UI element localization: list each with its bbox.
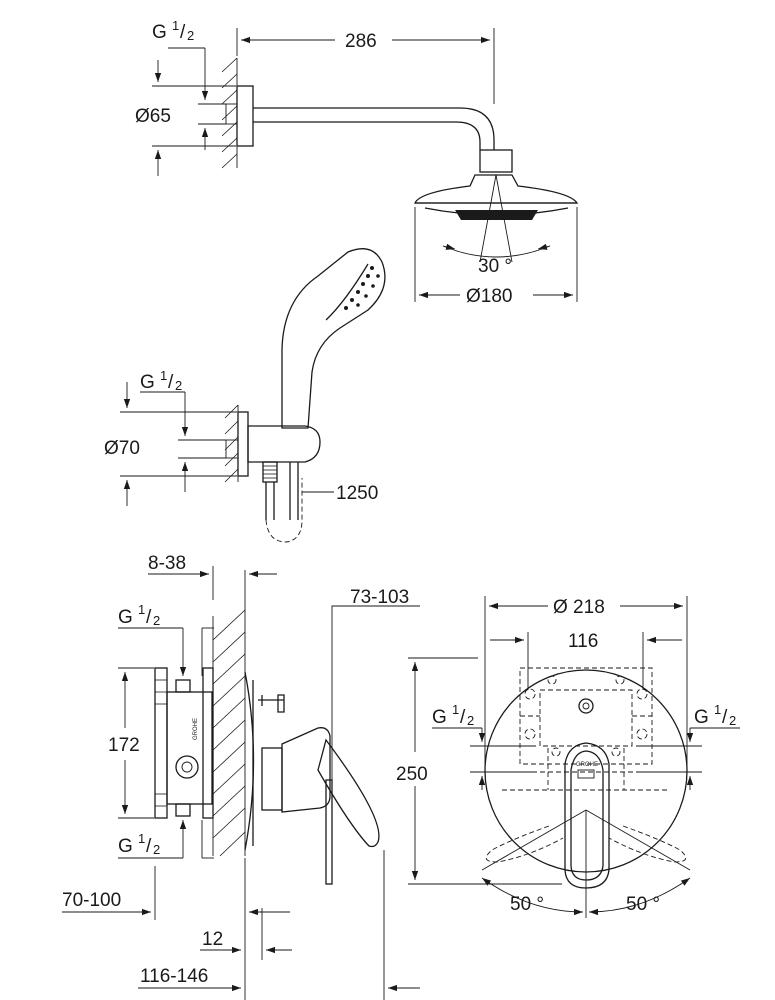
hand-thread-label: G 1 / 2 [140,368,182,393]
wall-range-label: 8-38 [148,553,186,574]
front-right-thread-label: G 1 / 2 [694,702,736,728]
mounting-plate [154,667,168,819]
lever-base [281,727,331,813]
arm-flange [236,85,254,147]
arm-thread-stub [225,103,238,125]
hand-shower-holder [247,425,321,463]
mixer-front-view: GROHE 50 ° 50 ° Ø 218 116 250 [396,596,740,918]
stop-plug [258,694,285,713]
svg-text:1: 1 [138,602,145,617]
lever-handle [317,738,380,848]
hand-flange-diameter: Ø70 [104,438,140,459]
shower-arm-assembly: 30 ° 286 Ø65 G 1 / 2 Ø180 [135,18,579,307]
svg-text:G: G [140,372,155,393]
mixer-bottom-thread-label: G 1 / 2 [118,831,160,857]
svg-text:2: 2 [153,842,160,857]
diverter-port [175,755,199,779]
svg-text:GROHE: GROHE [193,718,199,740]
svg-text:/: / [460,707,466,728]
mixer-body [166,691,213,805]
shower-arm [253,107,495,150]
svg-text:/: / [146,607,152,628]
svg-text:1: 1 [160,368,167,383]
svg-text:G: G [152,22,167,43]
hose-length-label: 1250 [336,483,378,504]
rosette-diameter-label: Ø 218 [553,597,605,618]
hand-spray-nozzles [344,266,380,310]
hidden-frame [500,667,672,791]
svg-text:G: G [118,607,133,628]
arm-thread-label: G 1 / 2 [152,18,194,43]
connection-spacing-label: 116 [568,631,598,652]
bottom-connection [175,803,191,817]
svg-text:2: 2 [175,378,182,393]
head-tilt-angle: 30 ° [478,256,512,277]
svg-text:1: 1 [172,18,179,33]
svg-text:2: 2 [729,713,736,728]
svg-text:1: 1 [452,702,459,717]
left-angle-label: 50 ° [510,894,544,915]
cartridge [261,747,283,811]
wall-hatch-hand [224,404,239,483]
svg-text:G: G [432,707,447,728]
svg-text:2: 2 [467,713,474,728]
svg-text:G: G [694,707,709,728]
right-angle-label: 50 ° [626,894,660,915]
arm-flange-diameter: Ø65 [135,106,171,127]
svg-text:/: / [722,707,728,728]
rosette-offset-label: 12 [202,929,223,950]
svg-text:2: 2 [187,28,194,43]
install-depth-label: 70-100 [62,890,121,911]
total-depth-label: 116-146 [140,966,208,987]
rosette-side [244,671,255,851]
svg-text:G: G [118,836,133,857]
head-diameter-label: Ø180 [466,286,512,307]
wall-hatch-arm [221,57,238,169]
hand-shower-assembly: Ø70 G 1 / 2 1250 [104,248,386,543]
wall-hatch-mixer [212,570,246,857]
diverter-knob [578,698,594,714]
svg-text:/: / [168,372,174,393]
mixer-top-thread-label: G 1 / 2 [118,602,160,628]
svg-text:1: 1 [138,831,145,846]
svg-text:/: / [180,22,186,43]
brand-logo: GROHE [576,762,598,768]
hose [265,482,275,520]
top-connection [175,679,191,693]
svg-text:/: / [146,836,152,857]
arm-length-label: 286 [345,31,377,52]
head-connector [479,149,513,173]
svg-text:1: 1 [714,702,721,717]
hose-nut [262,461,278,483]
head-shower [413,174,579,204]
front-left-thread-label: G 1 / 2 [432,702,474,728]
lever-projection-label: 73-103 [350,587,409,608]
mixer-side-view: GROHE 8-38 73-103 G 1 / 2 [62,553,420,1000]
head-spray-nozzles [455,210,538,220]
body-height-label: 172 [108,735,140,756]
svg-text:2: 2 [153,613,160,628]
hand-flange [237,411,249,477]
rosette-height-label: 250 [396,764,428,785]
hand-shower [281,248,386,429]
